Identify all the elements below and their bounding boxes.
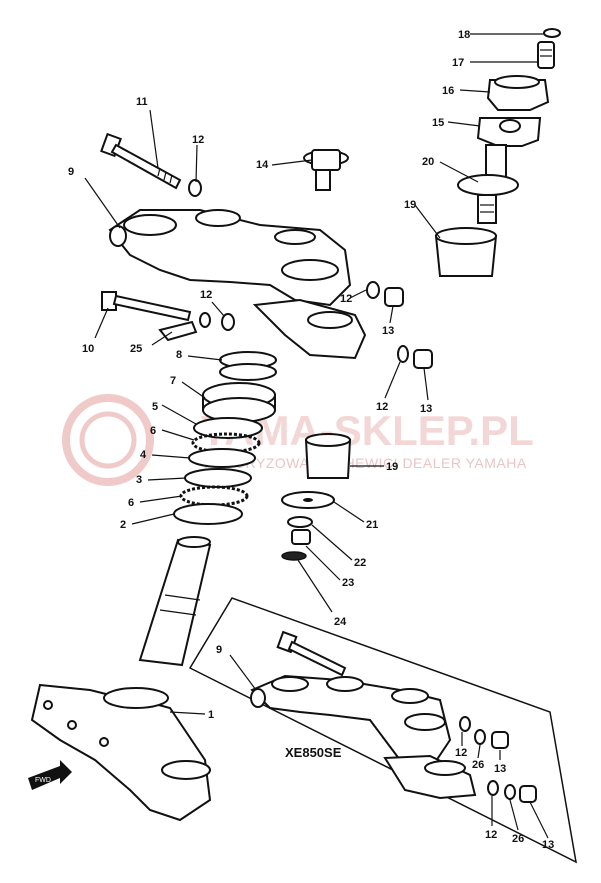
callout-2: 2 (120, 519, 126, 531)
callout-15: 15 (432, 117, 444, 129)
part-14-crown-bolt (303, 149, 349, 191)
part-12-washers-mid (199, 312, 235, 331)
watermark: YAMA-SKLEP.PL AUTORYZOWANY CHEWICI DEALE… (62, 394, 534, 486)
callout-13-inset-a: 13 (494, 763, 506, 775)
part-18-screw (543, 28, 561, 38)
callout-26-inset-a: 26 (472, 759, 484, 771)
callout-6-upper: 6 (150, 425, 156, 437)
part-12-13-nuts-lower (397, 345, 433, 369)
callout-13-lower: 13 (420, 403, 432, 415)
callout-19-upper: 19 (404, 199, 416, 211)
part-8-seals (219, 351, 277, 381)
part-9-clamp (252, 298, 367, 360)
fwd-arrow-icon: FWD (28, 760, 72, 790)
callout-12-right-upper: 12 (340, 293, 352, 305)
inset-upper-bracket (250, 674, 452, 772)
part-7-ring-nut (202, 382, 276, 423)
part-17-bolt (537, 41, 555, 69)
callout-9-main: 9 (68, 166, 74, 178)
part-19-damper-upper (434, 227, 498, 277)
part-15-holder (476, 117, 542, 147)
callout-8: 8 (176, 349, 182, 361)
part-23-nut (291, 529, 311, 545)
callout-12-mid: 12 (200, 289, 212, 301)
callout-19-lower: 19 (386, 461, 398, 473)
part-3-race (184, 468, 252, 488)
callout-20: 20 (422, 156, 434, 168)
callout-17: 17 (452, 57, 464, 69)
callout-4: 4 (140, 449, 147, 461)
part-25-clip (158, 320, 198, 342)
part-24-washer (281, 551, 307, 561)
watermark-logo-inner (79, 411, 137, 469)
fwd-arrow-label: FWD (35, 777, 51, 784)
callout-12-top: 12 (192, 134, 204, 146)
callout-13-inset-b: 13 (542, 839, 554, 851)
watermark-logo (62, 394, 154, 486)
callout-9-inset: 9 (216, 644, 222, 656)
part-5-cover (193, 417, 263, 439)
part-20-washer (457, 144, 519, 224)
callout-7: 7 (170, 375, 176, 387)
callout-13-upper: 13 (382, 325, 394, 337)
callout-25: 25 (130, 343, 142, 355)
part-4-race (188, 448, 256, 468)
callout-12-inset-a: 12 (455, 747, 467, 759)
callout-26-inset-b: 26 (512, 833, 524, 845)
inset-nuts (459, 716, 537, 803)
callout-12-right-lower: 12 (376, 401, 388, 413)
inset-bolt (276, 630, 347, 677)
callout-3: 3 (136, 474, 142, 486)
part-22-washer (287, 516, 313, 528)
callout-10: 10 (82, 343, 94, 355)
part-1-under-bracket (30, 683, 212, 822)
leader-lines (84, 33, 549, 839)
inset-title: XE850SE (285, 745, 342, 760)
callout-18: 18 (458, 29, 470, 41)
part-12-washer-top (188, 179, 202, 197)
callout-5: 5 (152, 401, 158, 413)
part-2-race (173, 503, 243, 525)
part-12-13-nuts-upper (366, 281, 404, 307)
part-19-damper-lower (304, 433, 352, 479)
callout-16: 16 (442, 85, 454, 97)
callout-23: 23 (342, 577, 354, 589)
part-6-ball-bearing-lower (179, 485, 249, 507)
callout-12-inset-b: 12 (485, 829, 497, 841)
part-21-washer (281, 491, 335, 509)
callout-22: 22 (354, 557, 366, 569)
callout-14: 14 (256, 159, 269, 171)
callout-1: 1 (208, 709, 214, 721)
part-10-bolt (101, 291, 192, 322)
part-9-upper-bracket (108, 209, 352, 307)
callout-11: 11 (136, 96, 148, 108)
part-1-steering-stem (138, 536, 212, 667)
part-11-bolt (100, 132, 182, 190)
inset-clamp (383, 754, 477, 800)
part-16-holder-cap (486, 75, 550, 111)
callout-21: 21 (366, 519, 378, 531)
callout-6-lower: 6 (128, 497, 134, 509)
watermark-subtitle: AUTORYZOWANY CHEWICI DEALER YAMAHA (205, 455, 527, 471)
callout-labels: 18 17 16 15 20 19 11 12 14 9 10 25 12 8 … (68, 29, 554, 851)
callout-24: 24 (334, 616, 347, 628)
